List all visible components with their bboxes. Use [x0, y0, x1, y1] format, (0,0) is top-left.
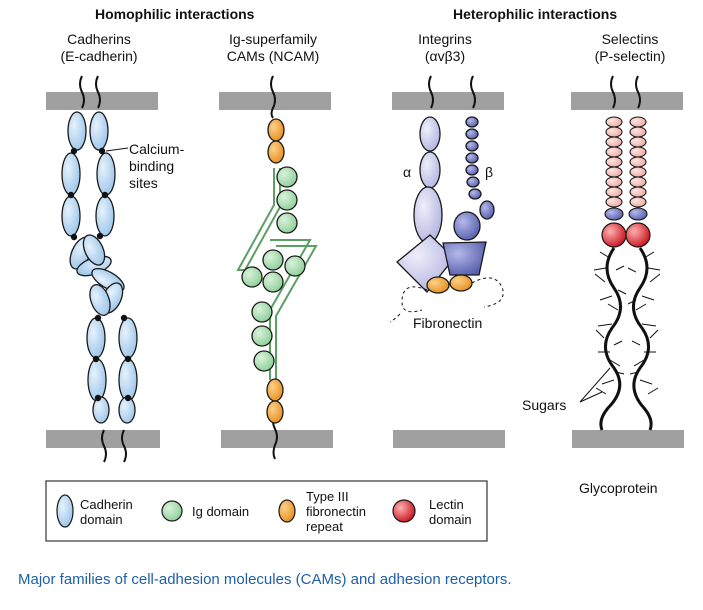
sugar-chains: [593, 251, 661, 395]
legend-lectin-line1: Lectin: [429, 497, 464, 512]
sugars-pointer-1: [579, 367, 611, 403]
selectins-label: Selectins (P-selectin): [575, 31, 685, 65]
legend-fn3-line3: repeat: [306, 519, 343, 534]
legend-fn3-swatch: [278, 499, 296, 523]
legend-fn3-line1: Type III: [306, 489, 349, 504]
membrane-integrin-bottom: [393, 430, 505, 448]
legend-lectin-label: Lectin domain: [429, 497, 472, 527]
calcium-binding-dots: [67, 147, 132, 402]
membrane-selectin-top: [571, 92, 683, 110]
cadherins-example: (E-cadherin): [60, 48, 138, 64]
lectin-domains: [601, 222, 651, 248]
fn3-repeats-ig: [266, 118, 285, 424]
fibronectin: [426, 274, 473, 294]
calcium-pointer: [105, 147, 129, 152]
legend-cadherin-label: Cadherin domain: [80, 497, 133, 527]
cadherin-dimer: [79, 75, 127, 463]
legend-ig-swatch: [161, 500, 183, 522]
selectins-example: (P-selectin): [594, 48, 666, 64]
selectin-dimer: [579, 75, 661, 431]
ig-domains: [241, 166, 306, 372]
calcium-binding-label: Calcium- binding sites: [129, 141, 184, 192]
figure-caption: Major families of cell-adhesion molecule…: [18, 571, 512, 588]
cadherin-domains: [61, 111, 138, 424]
ig-cams-example: CAMs (NCAM): [226, 48, 320, 64]
sugars-label: Sugars: [522, 397, 567, 413]
heterophilic-header: Heterophilic interactions: [453, 6, 618, 22]
alpha-label: α: [403, 164, 412, 180]
ig-cams-label: Ig-superfamily CAMs (NCAM): [213, 31, 333, 65]
integrins-label: Integrins (αvβ3): [395, 31, 495, 65]
integrins-example: (αvβ3): [424, 48, 466, 64]
legend-fn3-label: Type III fibronectin repeat: [306, 489, 366, 534]
homophilic-header: Homophilic interactions: [95, 6, 255, 22]
membrane-selectin-bottom: [572, 430, 684, 448]
sugars-pointer-2: [579, 391, 603, 403]
selectin-repeats: [605, 116, 647, 208]
beta-label: β: [485, 164, 494, 180]
cadherins-label: Cadherins (E-cadherin): [44, 31, 154, 65]
glycoprotein-label: Glycoprotein: [579, 480, 658, 496]
integrin-heterodimer: [389, 75, 504, 323]
legend-cadherin-swatch: [56, 494, 74, 528]
legend-cadherin-line1: Cadherin: [80, 497, 133, 512]
legend-fn3-line2: fibronectin: [306, 504, 366, 519]
membrane-integrin-top: [392, 92, 504, 110]
calcium-line2: binding: [129, 158, 175, 174]
selectins-name: Selectins: [601, 31, 659, 47]
fibronectin-label: Fibronectin: [413, 315, 483, 331]
legend-ig-label: Ig domain: [192, 504, 250, 519]
legend-lectin-line2: domain: [429, 512, 472, 527]
integrins-name: Integrins: [418, 31, 472, 47]
calcium-line1: Calcium-: [129, 141, 185, 157]
calcium-line3: sites: [129, 175, 158, 191]
ig-cams-name: Ig-superfamily: [229, 31, 317, 47]
integrin-alpha: [396, 116, 455, 293]
membrane-cadherin-top: [46, 92, 158, 110]
legend-lectin-swatch: [392, 499, 416, 523]
cadherins-name: Cadherins: [67, 31, 131, 47]
integrin-beta: [442, 116, 495, 276]
legend-cadherin-line2: domain: [80, 512, 123, 527]
